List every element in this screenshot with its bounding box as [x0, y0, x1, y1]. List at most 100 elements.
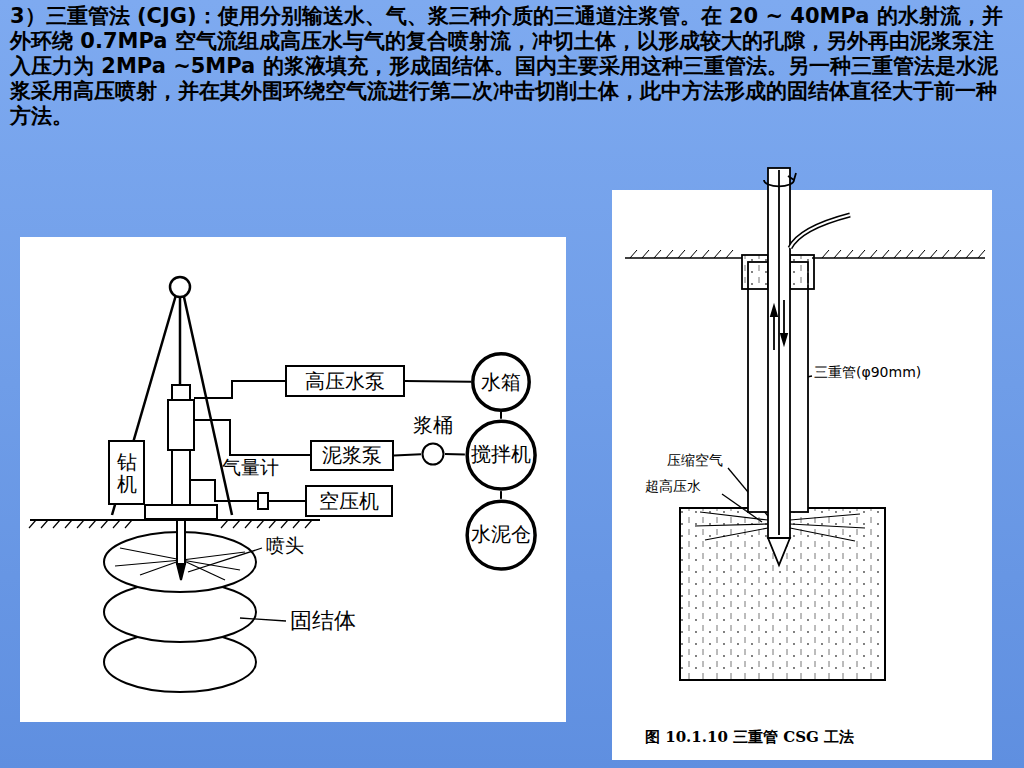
part-label: 压缩空气: [667, 452, 723, 470]
ground-line: [642, 250, 649, 258]
part-label: 气量计: [222, 455, 279, 481]
ground-line: [29, 520, 36, 528]
ground-line: [53, 520, 60, 528]
node-label: 钻机: [117, 451, 137, 495]
part-label: 喷头: [266, 533, 304, 559]
derrick: [170, 277, 190, 297]
drill-rig: [172, 385, 190, 400]
ground-line: [281, 520, 288, 528]
ground-line: [666, 250, 673, 258]
node-label: 浆桶: [413, 414, 453, 437]
bucket-circle: 浆桶: [410, 414, 456, 468]
ground-line: [269, 520, 276, 528]
drill-rig: [145, 505, 217, 519]
drill-rig: [172, 450, 190, 505]
jet-spray: [140, 560, 182, 575]
bucket-circle: [421, 442, 445, 466]
water-jet: [695, 524, 768, 526]
ground-line: [812, 257, 985, 259]
jet-spray: [120, 548, 182, 560]
node-label: 空压机: [319, 490, 379, 513]
circle-outline: [473, 354, 529, 410]
node-label: 水箱: [481, 371, 521, 394]
triple-pipe: [742, 255, 768, 289]
triple-pipe: [778, 170, 780, 535]
ground-line: [966, 250, 973, 258]
ground-line: [65, 520, 72, 528]
ground-line: [29, 520, 312, 528]
node-label: 高压水泵: [305, 370, 385, 393]
ground-line: [233, 520, 240, 528]
rig-box: 钻机: [108, 440, 145, 505]
ground-line: [30, 519, 320, 521]
pipe-line: [500, 491, 502, 499]
pump-box: 高压水泵: [285, 365, 405, 397]
node-label: 泥浆泵: [322, 444, 382, 467]
figure-caption: 图 10.1.10 三重管 CSG 工法: [645, 728, 854, 747]
bucket-circle: [423, 444, 444, 465]
ground-line: [954, 250, 961, 258]
triple-pipe: [771, 306, 777, 316]
air-flow-meter: [258, 493, 268, 509]
ground-line: [690, 250, 697, 258]
triple-pipe: [781, 334, 787, 344]
pipe-line: [500, 412, 502, 419]
triple-pipe: [790, 215, 850, 248]
water-jet: [790, 514, 860, 520]
drill-rig: [177, 564, 185, 580]
ground-line: [113, 520, 120, 528]
ground-line: [822, 250, 829, 258]
ground-line: [714, 250, 721, 258]
pipe-line: [405, 380, 471, 383]
ground-line: [918, 250, 925, 258]
tank-circle: 水箱: [471, 352, 531, 412]
ground-line: [305, 520, 312, 528]
circle-outline: [467, 421, 535, 489]
water-jet: [695, 512, 865, 541]
node-label: 搅拌机: [471, 443, 531, 466]
left-panel: [20, 237, 566, 722]
mixer-circle: 搅拌机: [465, 419, 537, 491]
slide-title: 3）三重管法 (CJG)：使用分别输送水、气、浆三种介质的三通道注浆管。在 20…: [10, 4, 1014, 129]
ground-line: [906, 250, 913, 258]
triple-pipe: [764, 180, 794, 186]
ground-line: [894, 250, 901, 258]
ground-line: [930, 250, 937, 258]
silo-circle: 水泥仓: [465, 499, 537, 571]
water-jet: [790, 524, 865, 528]
ground-line: [257, 520, 264, 528]
ground-line: [678, 250, 685, 258]
compressor-box: 空压机: [305, 485, 393, 517]
ground-line: [870, 250, 877, 258]
part-label: 超高压水: [645, 478, 701, 496]
leader-line: [188, 548, 262, 572]
supply-hose: [194, 381, 285, 398]
ground-line: [29, 520, 320, 528]
ground-line: [77, 520, 84, 528]
ground-line: [221, 520, 228, 528]
derrick: [179, 295, 182, 385]
ground-line: [942, 250, 949, 258]
water-jet: [790, 528, 855, 541]
part-label: 三重管(φ90mm): [814, 364, 921, 382]
supply-hose: [190, 480, 305, 501]
ground-line: [882, 250, 889, 258]
drill-rig: [168, 400, 194, 450]
pipe-line: [394, 454, 421, 455]
air-flow-meter: [258, 493, 268, 509]
supply-hose: [194, 420, 310, 455]
ground-line: [245, 520, 252, 528]
triple-pipe: [768, 168, 790, 538]
ground-line: [846, 250, 853, 258]
ground-line: [89, 520, 96, 528]
triple-pipe: [768, 538, 790, 565]
ground-line: [293, 520, 300, 528]
ground-line: [726, 250, 733, 258]
pump-box: 泥浆泵: [310, 440, 394, 471]
drill-rig: [145, 385, 217, 580]
water-jet: [705, 528, 768, 540]
node-label: 水泥仓: [471, 523, 531, 546]
ground-line: [702, 250, 709, 258]
circle-outline: [467, 501, 535, 569]
drill-rig: [177, 519, 185, 564]
